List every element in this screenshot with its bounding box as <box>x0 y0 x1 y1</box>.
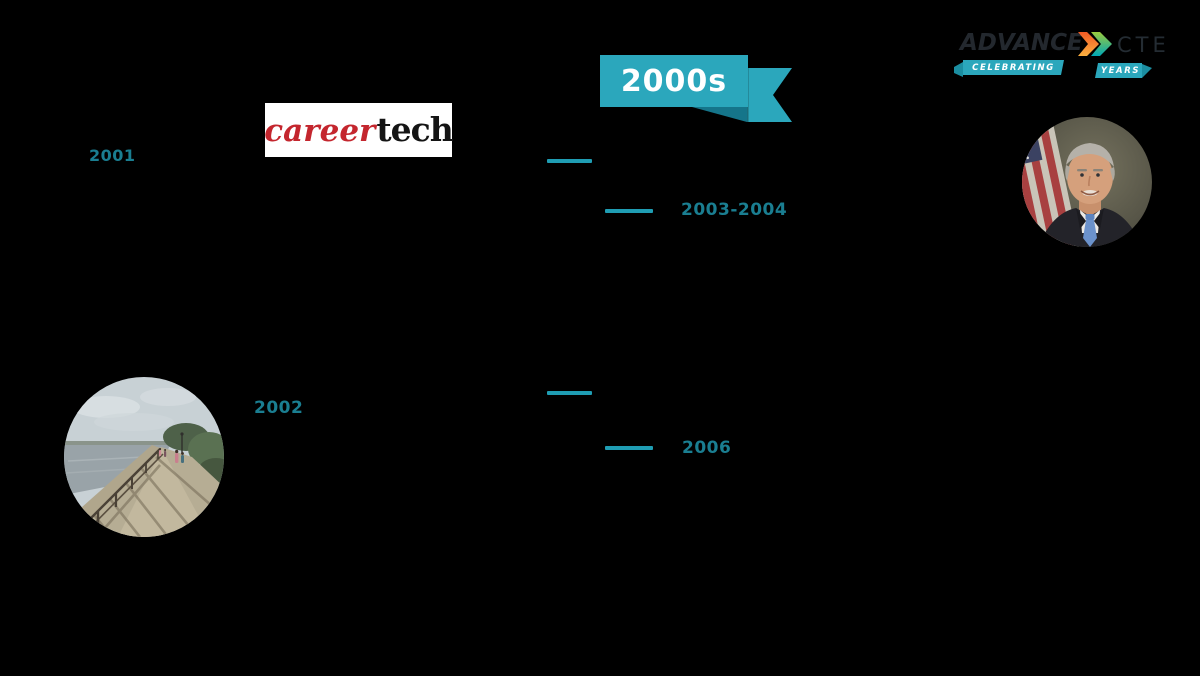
careertech-logo-career-text: career <box>264 113 376 149</box>
careertech-logo-tech-text: tech <box>376 110 453 149</box>
careertech-logo: career tech <box>264 103 454 157</box>
years-ribbon-band <box>1095 63 1142 78</box>
timeline-tick-upper-left <box>547 159 592 163</box>
decade-ribbon-banner <box>600 55 792 122</box>
ribbon-tail-shape <box>747 68 792 122</box>
ribbon-fold-shadow <box>692 107 747 122</box>
timeline-tick-lower-left <box>547 391 592 395</box>
ribbon-right-tip <box>1142 64 1152 78</box>
advance-cte-logo-cte-text: CTE <box>1117 33 1170 57</box>
year-label-2001: 2001 <box>89 146 136 165</box>
chevron-green <box>1091 32 1112 56</box>
year-label-2002: 2002 <box>254 398 304 418</box>
bush-figure <box>1038 143 1142 247</box>
chevron-orange <box>1078 32 1099 56</box>
waterfront-promenade-photo <box>64 377 224 537</box>
ribbon-band <box>600 55 748 107</box>
people <box>159 448 184 463</box>
advance-cte-logo-advance-text: ADVANCE <box>960 30 1083 56</box>
ribbon-left-tip <box>954 62 963 77</box>
celebrating-ribbon-band <box>963 60 1064 75</box>
celebrating-years-ribbon <box>954 60 1152 78</box>
far-shoreline <box>64 441 172 446</box>
years-ribbon-label: YEARS <box>1100 65 1141 76</box>
year-label-2006: 2006 <box>682 438 732 458</box>
advance-cte-chevron-icon <box>1078 32 1112 56</box>
timeline-tick-2003-2004 <box>605 209 653 213</box>
decade-banner-label: 2000s <box>620 63 728 99</box>
timeline-tick-2006 <box>605 446 653 450</box>
year-label-2003-2004: 2003-2004 <box>681 200 788 220</box>
seawall <box>64 445 160 537</box>
bush-portrait-photo <box>1022 117 1152 247</box>
celebrating-ribbon-label: CELEBRATING <box>972 62 1055 73</box>
